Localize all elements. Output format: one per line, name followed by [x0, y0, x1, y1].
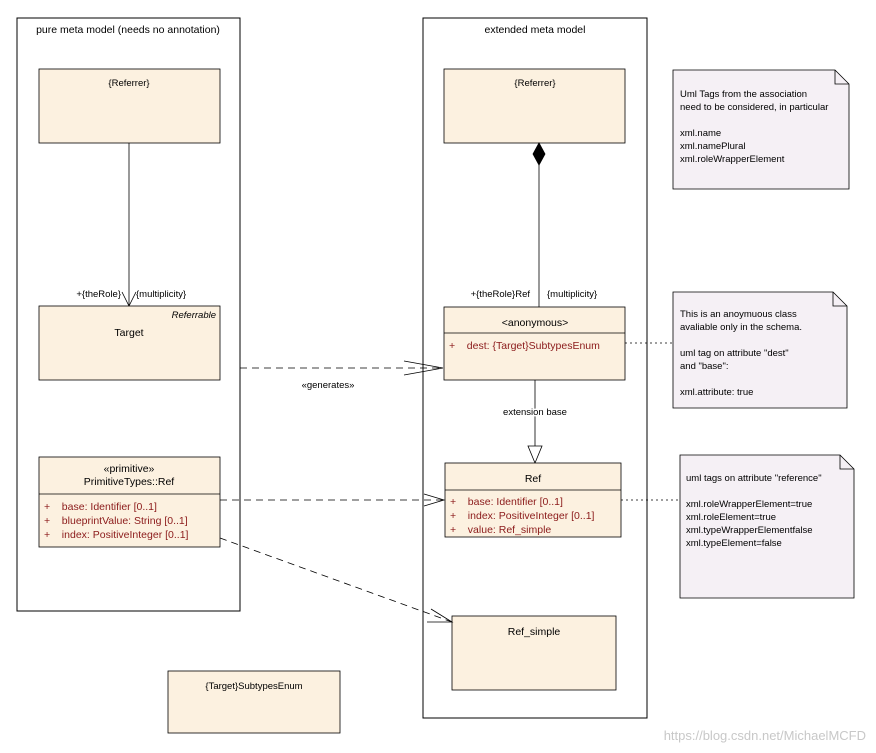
- target-class[interactable]: [38, 305, 221, 381]
- note2-line2: avaliable only in the schema.: [680, 322, 802, 333]
- target-stereotype: Referrable: [172, 310, 216, 321]
- ref-class[interactable]: [444, 462, 622, 538]
- note1-line2: need to be considered, in particular: [680, 102, 828, 113]
- left-role-label: +{theRole}: [76, 289, 121, 300]
- target-name: Target: [114, 327, 143, 339]
- watermark: https://blog.csdn.net/MichaelMCFD: [664, 728, 866, 743]
- generates-arrowhead: [403, 360, 444, 376]
- note3-corner: [839, 455, 854, 470]
- note3-line6: xml.typeElement=false: [686, 538, 782, 549]
- ref-attr-base: + base: Identifier [0..1]: [450, 496, 563, 508]
- note1-line1: Uml Tags from the association: [680, 89, 807, 100]
- primitive-to-refsimple-dependency: [219, 537, 453, 623]
- right-role-label: +{theRole}Ref: [471, 289, 531, 300]
- left-referrer-name: {Referrer}: [108, 78, 149, 89]
- note3-line1: uml tags on attribute "reference": [686, 473, 822, 484]
- note1-line5: xml.namePlural: [680, 141, 745, 152]
- primitive-ref-class[interactable]: [38, 456, 221, 548]
- ref-attr-index: + index: PositiveInteger [0..1]: [450, 510, 595, 522]
- note1-line6: xml.roleWrapperElement: [680, 154, 785, 165]
- generates-label: «generates»: [302, 380, 355, 391]
- note-anonymous-class: [672, 291, 848, 409]
- anonymous-attr-dest: + dest: {Target}SubtypesEnum: [449, 340, 600, 352]
- note2-corner: [832, 292, 847, 307]
- subtypes-enum-name: {Target}SubtypesEnum: [205, 681, 302, 692]
- anonymous-name: <anonymous>: [502, 317, 569, 329]
- note2-line7: xml.attribute: true: [680, 387, 753, 398]
- note2-line1: This is an anoymuous class: [680, 309, 797, 320]
- left-package-title: pure meta model (needs no annotation): [36, 24, 220, 36]
- right-referrer-class[interactable]: [443, 68, 626, 144]
- subtypes-enum-class[interactable]: [167, 670, 341, 734]
- primitive-to-refsimple-arrowhead: [427, 608, 454, 623]
- ref-attr-value: + value: Ref_simple: [450, 524, 551, 536]
- primitive-attr-index: + index: PositiveInteger [0..1]: [44, 529, 189, 541]
- left-multiplicity-label: {multiplicity}: [136, 289, 186, 300]
- note-reference-tags: [679, 454, 855, 599]
- right-package-title: extended meta model: [485, 24, 586, 36]
- note-association-tags: [672, 69, 850, 190]
- note3-line3: xml.roleWrapperElement=true: [686, 499, 812, 510]
- generalization-arrow: [527, 445, 543, 465]
- note2-line4: uml tag on attribute "dest": [680, 348, 789, 359]
- right-referrer-name: {Referrer}: [514, 78, 555, 89]
- primitive-to-ref-arrowhead: [423, 493, 446, 507]
- note3-line5: xml.typeWrapperElementfalse: [686, 525, 813, 536]
- ref-simple-class[interactable]: [451, 615, 617, 691]
- ref-simple-name: Ref_simple: [508, 626, 561, 638]
- primitive-attr-base: + base: Identifier [0..1]: [44, 501, 157, 513]
- anonymous-class[interactable]: [443, 306, 626, 381]
- left-referrer-class[interactable]: [38, 68, 221, 144]
- primitive-stereotype: «primitive»: [104, 463, 155, 475]
- note3-line4: xml.roleElement=true: [686, 512, 776, 523]
- ref-name: Ref: [525, 473, 541, 485]
- right-multiplicity-label: {multiplicity}: [547, 289, 597, 300]
- note2-line5: and "base":: [680, 361, 728, 372]
- note1-line4: xml.name: [680, 128, 721, 139]
- primitive-attr-blueprint: + blueprintValue: String [0..1]: [44, 515, 188, 527]
- note1-corner: [834, 70, 849, 85]
- extension-label: extension base: [503, 407, 567, 418]
- primitive-name: PrimitiveTypes::Ref: [84, 476, 175, 488]
